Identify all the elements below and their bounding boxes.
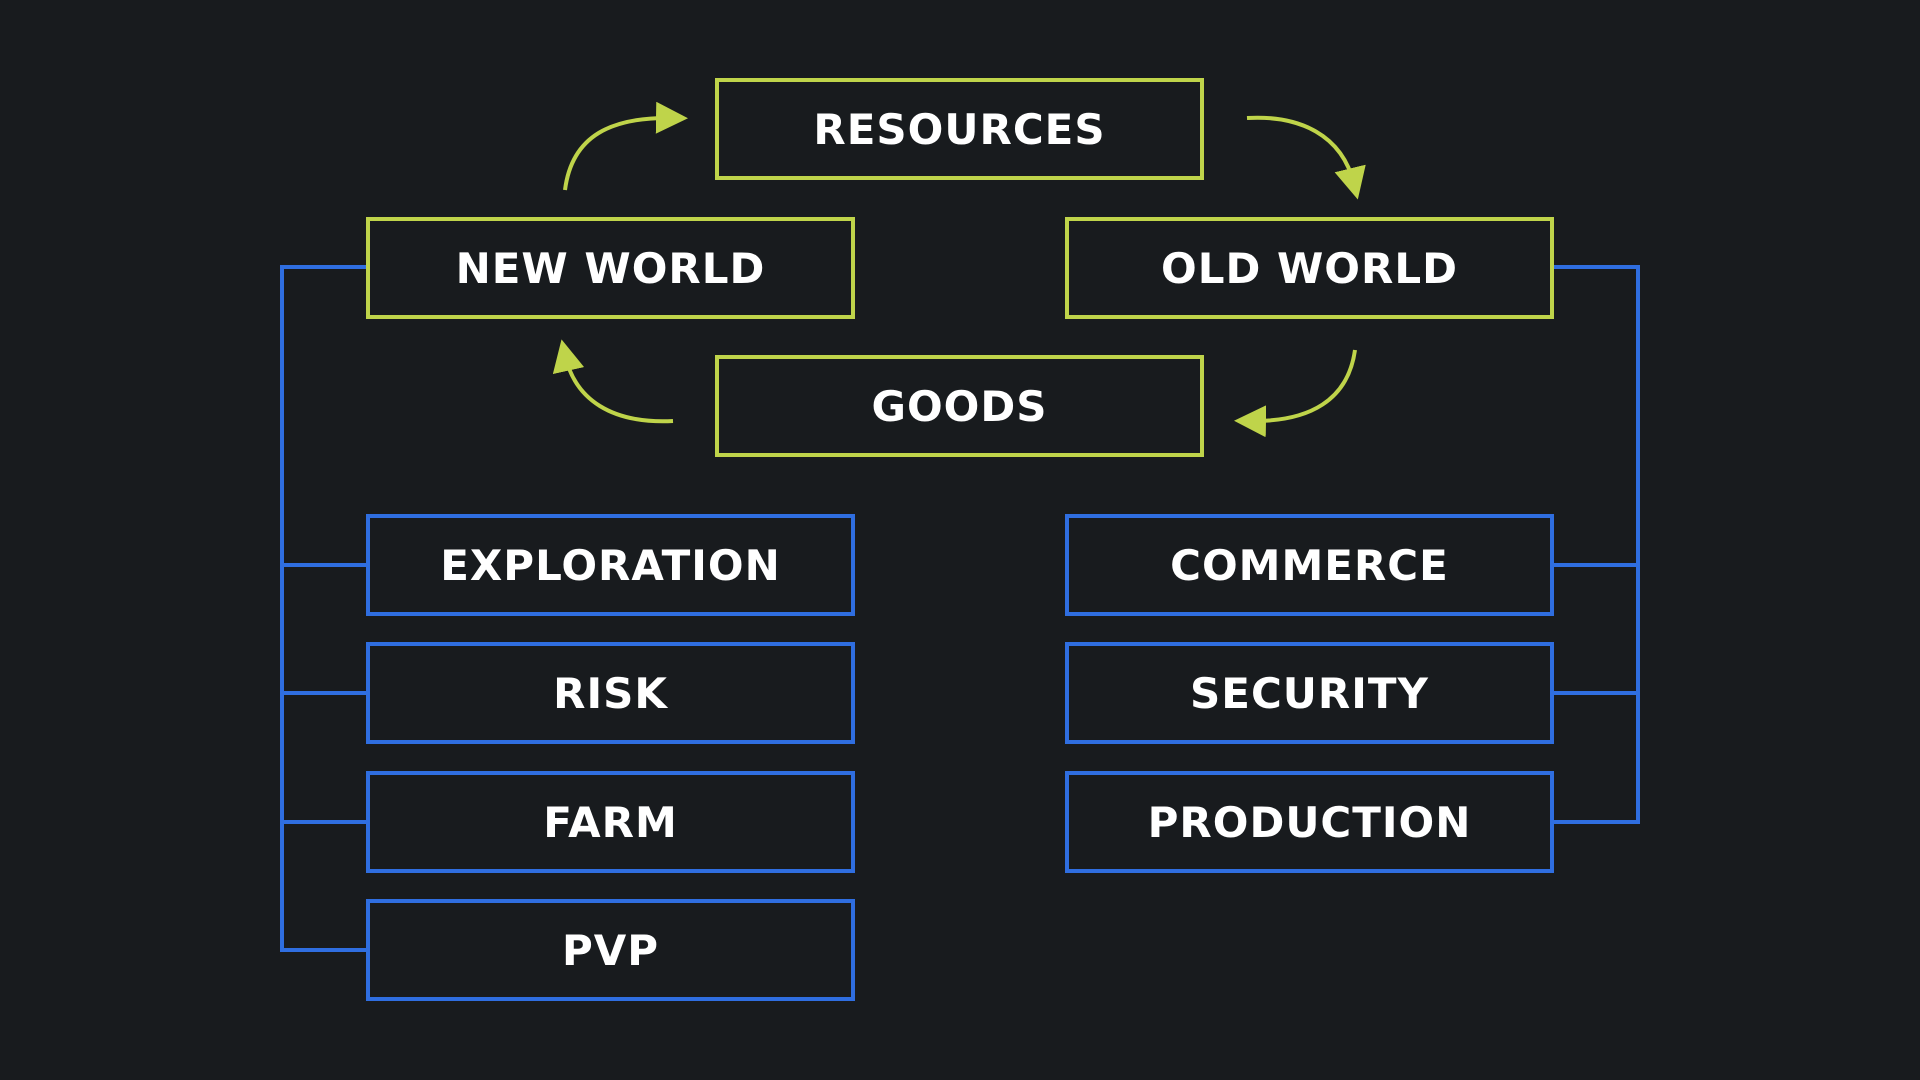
risk-box: RISK [366, 642, 855, 744]
new-world-box: NEW WORLD [366, 217, 855, 319]
pvp-box: PVP [366, 899, 855, 1001]
production-box: PRODUCTION [1065, 771, 1554, 873]
new-world-branch-connector [280, 265, 367, 952]
arrow-resources-to-old-world [1246, 115, 1366, 200]
old-world-branch-connector [1553, 265, 1640, 824]
exploration-box: EXPLORATION [366, 514, 855, 616]
goods-box: GOODS [715, 355, 1204, 457]
old-world-box: OLD WORLD [1065, 217, 1554, 319]
commerce-box: COMMERCE [1065, 514, 1554, 616]
arrow-goods-to-new-world [552, 339, 674, 424]
arrow-old-world-to-goods [1234, 349, 1357, 438]
farm-box: FARM [366, 771, 855, 873]
resources-box: RESOURCES [715, 78, 1204, 180]
arrow-new-world-to-resources [563, 101, 688, 191]
security-box: SECURITY [1065, 642, 1554, 744]
